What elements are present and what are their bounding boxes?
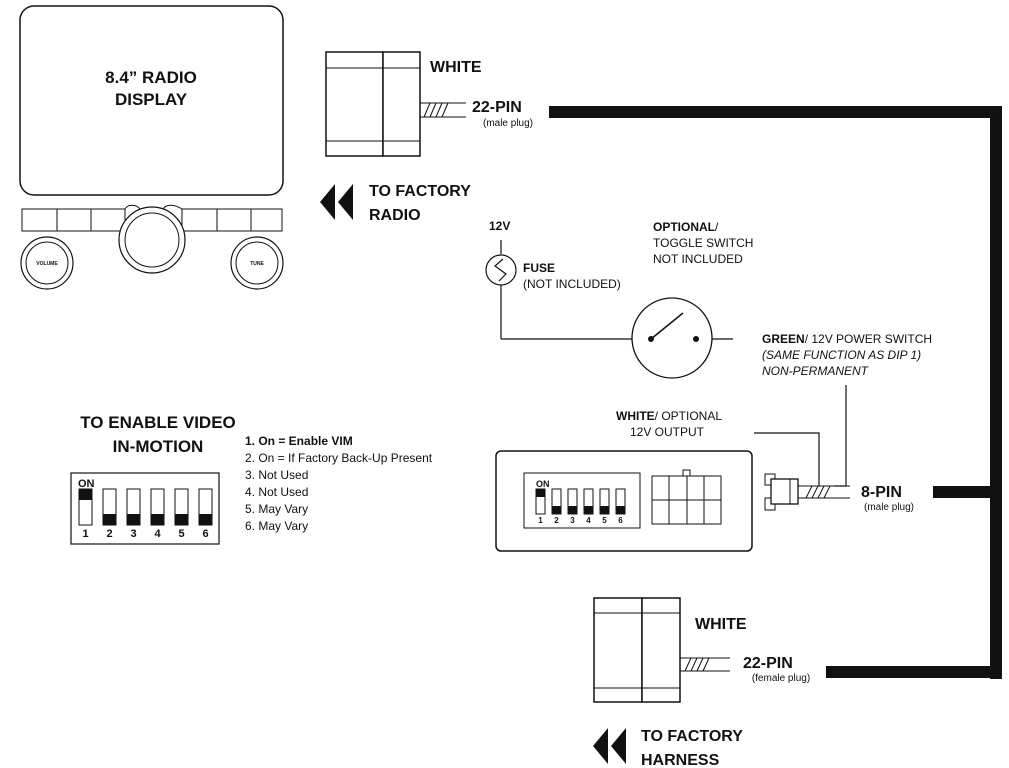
dip-switch-knob-1: [79, 489, 92, 500]
bottom-connector-pins: 22-PIN: [743, 655, 793, 672]
module-dip-switch-knob-5: [600, 506, 609, 514]
bottom-connector-plug: (female plug): [752, 673, 810, 684]
white-wire-color: WHITE: [616, 409, 655, 423]
eight-pin-plug: (male plug): [864, 502, 914, 513]
dip-setting-2: 2. On = If Factory Back-Up Present: [245, 451, 433, 465]
green-wire-desc: / 12V POWER SWITCH: [805, 332, 932, 346]
dip-switch-number-3: 3: [130, 528, 136, 540]
module-dip-switch-number-3: 3: [570, 516, 575, 525]
bottom-connector-color: WHITE: [695, 616, 747, 633]
tune-label: TUNE: [250, 261, 264, 267]
module-dip-switch-knob-2: [552, 506, 561, 514]
fuse-note: (NOT INCLUDED): [523, 277, 621, 291]
fuse-label: FUSE: [523, 261, 555, 275]
white-wire-desc: / OPTIONAL: [655, 409, 723, 423]
toggle-switch-icon: [631, 297, 713, 379]
dip-switch-knob-3: [127, 514, 140, 525]
radio-display-unit: 8.4” RADIO DISPLAY VOLUME TUNE: [19, 5, 284, 290]
green-wire-note2: NON-PERMANENT: [762, 364, 870, 378]
white-wire-line2: 12V OUTPUT: [630, 425, 705, 439]
to-factory-radio: TO FACTORY RADIO: [320, 183, 471, 224]
green-wire-color: GREEN: [762, 332, 805, 346]
switch-label-line1: OPTIONAL/: [653, 220, 719, 234]
top-connector-plug: (male plug): [483, 118, 533, 129]
double-arrow-left-icon: [320, 184, 335, 220]
dip-setting-3: 3. Not Used: [245, 468, 308, 482]
dip-switch-number-1: 1: [82, 528, 88, 540]
main-harness-wire: [549, 106, 1002, 679]
radio-button-strip: [21, 208, 283, 232]
dip-switch-number-6: 6: [202, 528, 208, 540]
switch-label-bold: OPTIONAL: [653, 220, 715, 234]
dip-heading-line1: TO ENABLE VIDEO: [80, 413, 236, 432]
module-dip-switch-knob-1: [536, 489, 545, 497]
module-dip-switches: 1 2 3 4 5 6: [535, 488, 626, 525]
dip-setting-4: 4. Not Used: [245, 485, 308, 499]
top-connector-wire-stub: [420, 102, 466, 118]
to-factory-radio-line1: TO FACTORY: [369, 183, 471, 200]
dip-setting-6: 6. May Vary: [245, 519, 308, 533]
power-circuit: 12V FUSE (NOT INCLUDED) OPTIONAL/ TOGGLE…: [485, 219, 753, 379]
module-dip-switch-number-1: 1: [538, 516, 543, 525]
switch-label-rest: /: [715, 220, 719, 234]
dip-switch-number-4: 4: [154, 528, 161, 540]
dip-switch-number-2: 2: [106, 528, 112, 540]
bottom-connector: WHITE 22-PIN (female plug): [593, 597, 810, 703]
dip-on-label: ON: [78, 478, 95, 490]
top-connector-color: WHITE: [430, 59, 482, 76]
voltage-label: 12V: [489, 219, 510, 233]
to-factory-harness: TO FACTORY HARNESS: [593, 728, 743, 768]
dip-setting-1: 1. On = Enable VIM: [245, 434, 353, 448]
top-connector-pins: 22-PIN: [472, 99, 522, 116]
module-dip-switch-knob-3: [568, 506, 577, 514]
volume-label: VOLUME: [36, 261, 58, 267]
top-connector: WHITE 22-PIN (male plug): [325, 51, 533, 157]
module-dip-switch-number-6: 6: [618, 516, 623, 525]
green-wire: [834, 385, 847, 487]
switch-label-line3: NOT INCLUDED: [653, 252, 743, 266]
white-wire-line1: WHITE/ OPTIONAL: [616, 409, 722, 423]
radio-label-line2: DISPLAY: [115, 90, 188, 109]
dip-info: TO ENABLE VIDEO IN-MOTION ON 1 2 3 4 5 6 1. O…: [70, 413, 433, 545]
module-dip-switch-knob-6: [616, 506, 625, 514]
module-dip-switch-knob-4: [584, 506, 593, 514]
module-dip-switch-number-2: 2: [554, 516, 559, 525]
dip-settings-list: 1. On = Enable VIM 2. On = If Factory Bac…: [245, 434, 433, 533]
dip-switches: 1 2 3 4 5 6: [78, 488, 213, 540]
to-factory-harness-line2: HARNESS: [641, 752, 720, 768]
green-wire-label: GREEN/ 12V POWER SWITCH (SAME FUNCTION A…: [762, 332, 932, 378]
radio-label-line1: 8.4” RADIO: [105, 68, 197, 87]
module-port: [651, 469, 722, 525]
module-on-label: ON: [536, 479, 550, 489]
interface-module: ON 1 2 3 4 5 6: [495, 450, 753, 552]
green-wire-line1: GREEN/ 12V POWER SWITCH: [762, 332, 932, 346]
eight-pin-connector: 8-PIN (male plug): [764, 473, 914, 513]
center-knob-inner: [124, 212, 180, 268]
module-dip-switch-number-5: 5: [602, 516, 607, 525]
dip-switch-knob-6: [199, 514, 212, 525]
dip-switch-knob-4: [151, 514, 164, 525]
eight-pin-label: 8-PIN: [861, 484, 902, 501]
double-arrow-left-icon: [593, 728, 608, 764]
dip-switch-knob-2: [103, 514, 116, 525]
dip-switch-number-5: 5: [178, 528, 184, 540]
dip-switch-block: [70, 472, 220, 545]
to-factory-harness-line1: TO FACTORY: [641, 728, 743, 745]
switch-label-line2: TOGGLE SWITCH: [653, 236, 753, 250]
white-wire: [754, 432, 820, 486]
radio-screen: [19, 5, 284, 196]
dip-switch-knob-5: [175, 514, 188, 525]
green-wire-note1: (SAME FUNCTION AS DIP 1): [762, 348, 921, 362]
dip-setting-5: 5. May Vary: [245, 502, 308, 516]
module-dip-switch-number-4: 4: [586, 516, 591, 525]
to-factory-radio-line2: RADIO: [369, 207, 421, 224]
dip-heading-line2: IN-MOTION: [113, 437, 204, 456]
